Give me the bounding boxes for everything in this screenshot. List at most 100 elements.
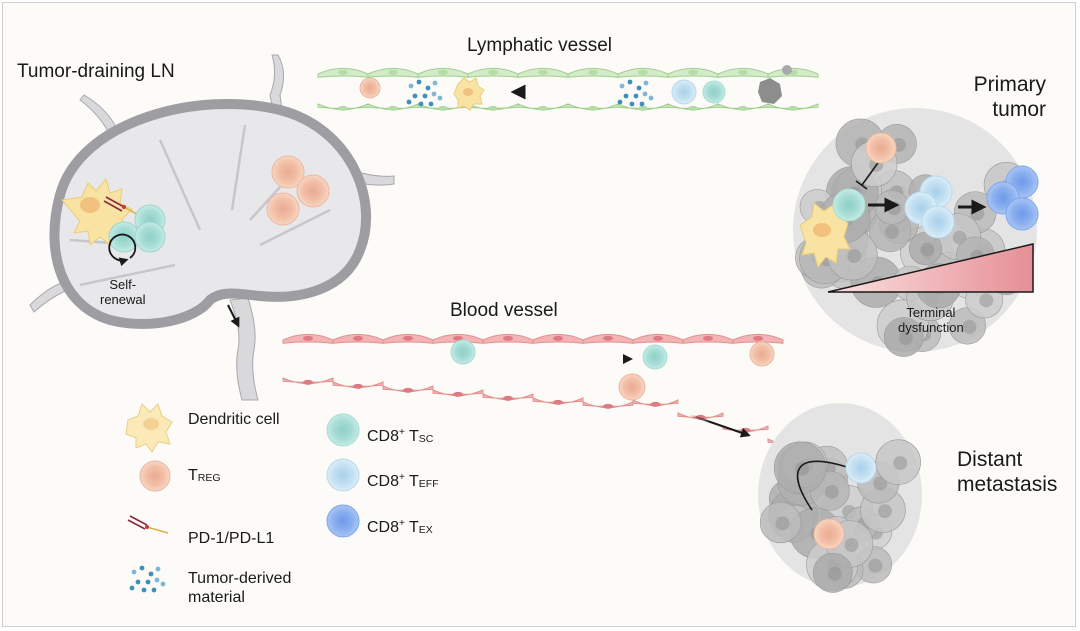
tumor-material-dot <box>418 101 424 107</box>
self-renewal-arrow <box>108 233 137 267</box>
primary-tumor-title-line2: tumor <box>992 98 1046 121</box>
tumor-material-line1: Tumor-derived <box>188 570 292 587</box>
tumor-material-dot <box>623 93 629 99</box>
endothelial-nucleus <box>538 69 548 75</box>
inhibition-arc <box>796 460 851 511</box>
endothelial-nucleus <box>603 335 613 341</box>
tumor-material-dot <box>412 93 418 99</box>
endothelial-nucleus <box>738 105 748 111</box>
extravasation-arrow <box>689 414 751 438</box>
tumor-material-dot <box>437 95 443 101</box>
cd8-text: CD8 <box>367 519 400 536</box>
tsc-sub: SC <box>418 433 434 445</box>
legend-teff-icon <box>326 458 360 492</box>
endothelial-nucleus <box>553 399 563 405</box>
lymph-node-title: Tumor-draining LN <box>17 61 175 82</box>
dendritic-cell <box>799 202 851 269</box>
tumor-material-dot <box>636 85 642 91</box>
lymph-node <box>29 54 395 401</box>
tumor-material-dot <box>154 577 160 583</box>
tumor-material-dot <box>633 93 639 99</box>
endothelial-nucleus <box>688 69 698 75</box>
primary-tumor-title: Primary tumor <box>974 72 1046 122</box>
t-text: T <box>404 519 419 536</box>
tumor-nucleus <box>887 201 902 216</box>
self-renewal-line2: renewal <box>100 292 146 307</box>
legend-tsc-icon <box>326 413 360 447</box>
endothelial-cell <box>532 397 584 405</box>
endothelial-nucleus <box>338 105 348 111</box>
legend-teff-label: CD8+ TEFF <box>367 468 439 494</box>
tumor-material-dot <box>425 85 431 91</box>
endothelial-nucleus <box>453 335 463 341</box>
tumor-nucleus <box>827 566 842 581</box>
treg-cell <box>618 373 646 401</box>
endothelial-nucleus <box>788 105 798 111</box>
endothelial-nucleus <box>488 105 498 111</box>
tumor-nucleus <box>873 476 888 491</box>
treg-base: T <box>188 467 198 484</box>
endothelial-nucleus <box>438 69 448 75</box>
self-renewal-line1: Self- <box>109 277 137 292</box>
tumor-material-dot <box>139 565 145 571</box>
tumor-nucleus <box>898 330 913 345</box>
treg-cell <box>813 518 845 550</box>
cd8-text: CD8 <box>367 473 400 490</box>
plus-sup: + <box>399 518 405 529</box>
tumor-material-dot <box>129 585 135 591</box>
legend-tumor-material-label: Tumor-derived material <box>188 569 291 607</box>
legend-tex-icon <box>326 504 360 538</box>
endothelial-nucleus <box>503 395 513 401</box>
primary-tumor-title-line1: Primary <box>973 73 1046 96</box>
endothelial-nucleus <box>303 335 313 341</box>
endothelial-nucleus <box>503 335 513 341</box>
tsc-cell <box>450 339 476 365</box>
endothelial-nucleus <box>588 105 598 111</box>
endothelial-cell <box>632 399 679 407</box>
inhibition-line <box>861 159 881 186</box>
endothelial-nucleus <box>638 69 648 75</box>
endothelial-cell <box>482 393 534 401</box>
distant-metastasis-line2: metastasis <box>957 473 1058 496</box>
legend-pd1-pdl1-icon <box>127 515 169 534</box>
treg-cell <box>865 132 897 164</box>
tumor-material-dot <box>629 101 635 107</box>
dendritic-cell-small <box>453 77 485 111</box>
t-text: T <box>404 428 419 445</box>
endothelial-nucleus <box>650 401 661 407</box>
endothelial-nucleus <box>388 105 398 111</box>
tumor-material-dot <box>642 91 648 97</box>
tsc-cell-group <box>108 204 166 253</box>
treg-cell <box>749 341 775 367</box>
endothelial-nucleus <box>638 105 648 111</box>
legend-dendritic-label: Dendritic cell <box>188 411 280 428</box>
endothelial-nucleus <box>353 383 363 389</box>
tumor-nucleus <box>979 293 994 308</box>
lymphatic-vessel <box>317 65 819 111</box>
tumor-material-dot <box>151 587 157 593</box>
endothelial-nucleus <box>603 403 613 409</box>
tumor-material-dot <box>428 101 434 107</box>
treg-cell-group <box>266 155 330 226</box>
legend-tsc-label: CD8+ TSC <box>367 423 433 449</box>
endothelial-nucleus <box>588 69 598 75</box>
legend-pd1-label: PD-1/PD-L1 <box>188 530 275 547</box>
tumor-material-dot <box>416 79 422 85</box>
tumor-material-dot <box>648 95 654 101</box>
tumor-material-dot <box>135 579 141 585</box>
teff-cell <box>671 79 697 105</box>
tumor-nucleus <box>877 504 892 519</box>
efferent-vessel <box>229 297 259 401</box>
tumor-material-dot <box>131 569 137 575</box>
plus-sup: + <box>399 472 405 483</box>
terminal-dysfunction-gradient <box>827 243 1034 293</box>
terminal-dysfunction-line1: Terminal <box>906 305 956 320</box>
tex-sub: EX <box>418 524 433 536</box>
treg-cell <box>359 77 381 99</box>
tumor-nucleus <box>970 206 985 221</box>
tsc-cell <box>832 188 866 222</box>
tumor-nucleus <box>844 537 859 552</box>
treg-sub: REG <box>197 472 221 484</box>
legend-dendritic-icon <box>125 403 173 453</box>
blood-vessel <box>282 333 814 446</box>
